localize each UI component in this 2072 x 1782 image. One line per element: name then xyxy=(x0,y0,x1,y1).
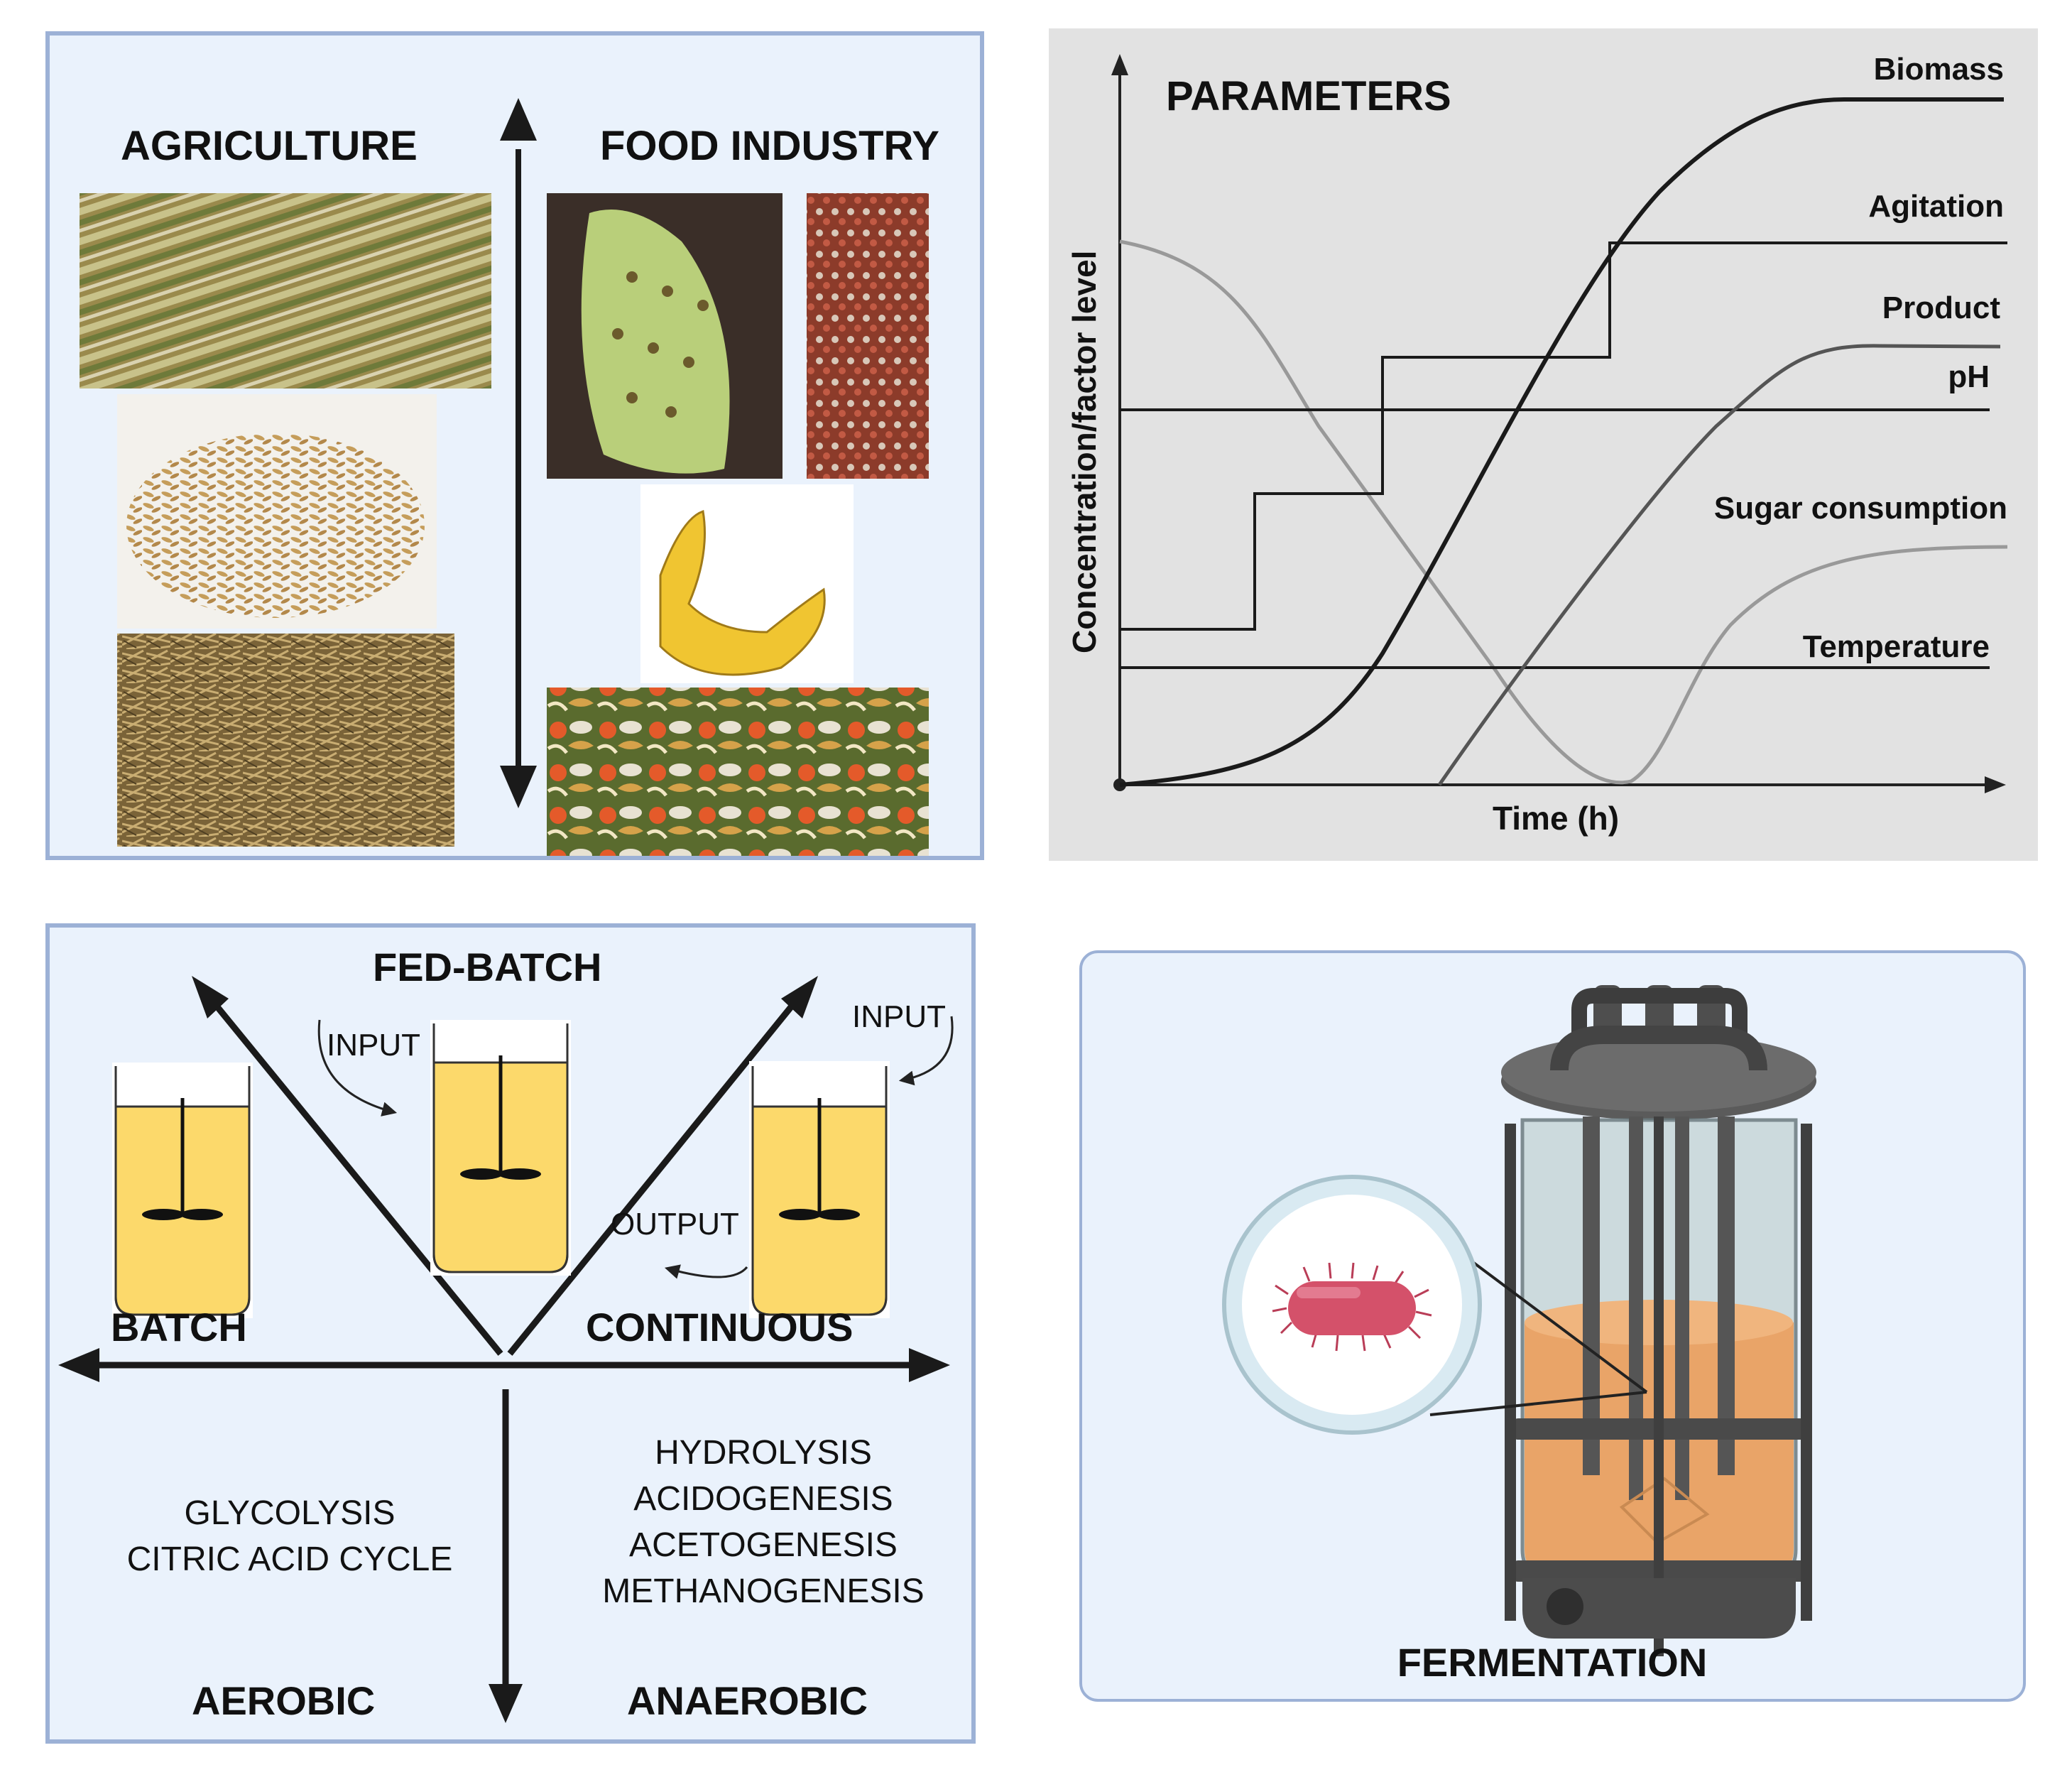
aerobic-label: AEROBIC xyxy=(192,1678,375,1723)
vertical-down-arrow xyxy=(489,1389,523,1723)
bacterium-icon xyxy=(1272,1262,1432,1352)
anaerobic-step-hydrolysis: HYDROLYSIS xyxy=(655,1434,872,1472)
x-axis-arrowhead xyxy=(1985,776,2006,793)
microorganism-magnifier xyxy=(1222,1175,1482,1435)
series-line-biomass xyxy=(1119,97,2004,787)
series-line-agitation xyxy=(1120,241,2007,631)
corn-cob-photo xyxy=(807,193,929,479)
x-axis-label: Time (h) xyxy=(1493,800,1619,837)
y-axis-arrowhead xyxy=(1111,54,1128,75)
food-waste-photo xyxy=(547,688,929,876)
series-line-product xyxy=(1437,344,2001,786)
series-label-agitation: Agitation xyxy=(1868,189,2004,224)
aerobic-step-glycolysis: GLYCOLYSIS xyxy=(185,1494,396,1532)
series-label-ph: pH xyxy=(1948,359,1990,394)
sugarcane-bagasse-photo xyxy=(80,193,491,389)
series-label-sugar-consumption: Sugar consumption xyxy=(1714,491,2007,526)
fed-batch-label: FED-BATCH xyxy=(373,945,601,989)
aerobic-step-citric-acid-cycle: CITRIC ACID CYCLE xyxy=(127,1541,453,1578)
series-line-sugar-consumption xyxy=(1119,239,2008,785)
continuous-vessel xyxy=(749,1061,890,1318)
straw-photo xyxy=(117,634,454,847)
banana-peel-photo xyxy=(640,484,854,683)
fed-batch-input-arrow xyxy=(317,1019,398,1117)
batch-vessel xyxy=(112,1063,253,1318)
food-industry-heading: FOOD INDUSTRY xyxy=(600,123,939,169)
vertical-double-arrow xyxy=(500,98,537,808)
fermentation-label: FERMENTATION xyxy=(1397,1640,1708,1685)
anaerobic-step-acidogenesis: ACIDOGENESIS xyxy=(633,1480,893,1518)
continuous-output-arrow xyxy=(664,1264,748,1279)
feedstock-panel: AGRICULTURE FOOD INDUSTRY xyxy=(45,31,984,876)
continuous-input-label: INPUT xyxy=(852,999,946,1034)
anaerobic-label: ANAEROBIC xyxy=(627,1678,868,1723)
parameters-chart: PARAMETERS Time (h) Concentration/factor… xyxy=(1066,52,2008,837)
continuous-label: CONTINUOUS xyxy=(586,1305,853,1349)
bioreactor-graphic: FERMENTATION xyxy=(1222,985,1816,1685)
rice-grain-photo xyxy=(117,394,437,629)
series-label-biomass: Biomass xyxy=(1874,52,2004,87)
fed-batch-vessel xyxy=(430,1020,571,1276)
anaerobic-step-methanogenesis: METHANOGENESIS xyxy=(602,1572,924,1610)
chart-title: PARAMETERS xyxy=(1166,73,1451,119)
fed-batch-input-label: INPUT xyxy=(327,1028,420,1063)
process-modes-panel: FED-BATCH INPUT INPUT OUTPUT BATCH CONTI… xyxy=(45,923,976,1744)
continuous-input-arrow xyxy=(898,1016,954,1086)
feedstock-graphic: AGRICULTURE FOOD INDUSTRY xyxy=(80,98,939,876)
parameters-chart-panel: PARAMETERS Time (h) Concentration/factor… xyxy=(1049,28,2038,861)
series-label-product: Product xyxy=(1882,290,2001,325)
v-arrows xyxy=(192,976,818,1356)
fermentation-panel: FERMENTATION xyxy=(1079,950,2026,1702)
anaerobic-step-acetogenesis: ACETOGENESIS xyxy=(629,1526,898,1564)
process-modes-graphic: FED-BATCH INPUT INPUT OUTPUT BATCH CONTI… xyxy=(58,945,954,1723)
cactus-pad-photo xyxy=(547,193,783,479)
y-axis-label: Concentration/factor level xyxy=(1066,251,1103,653)
horizontal-double-arrow xyxy=(58,1348,950,1382)
series-label-temperature: Temperature xyxy=(1803,629,1990,664)
bioreactor-icon xyxy=(1429,985,1816,1656)
agriculture-heading: AGRICULTURE xyxy=(121,123,418,169)
batch-label: BATCH xyxy=(111,1305,247,1349)
continuous-output-label: OUTPUT xyxy=(611,1207,739,1242)
